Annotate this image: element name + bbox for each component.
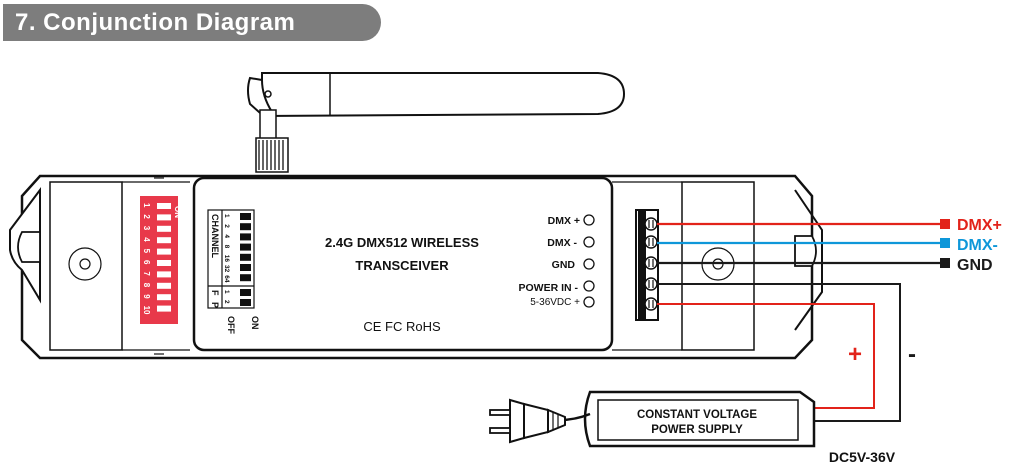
- channel-switch-64[interactable]: [240, 274, 251, 282]
- power-supply-line1: CONSTANT VOLTAGE: [637, 409, 757, 421]
- dip-number-label: 5: [142, 249, 151, 254]
- terminal-dmx-minus: DMX -: [547, 237, 577, 249]
- product-name-line1: 2.4G DMX512 WIRELESS: [325, 235, 479, 250]
- channel-value-label: 16: [223, 255, 230, 263]
- channel-dip-block: CHANNEL F P 1 2 4 8 16 32 64 1 2 ON OFF: [207, 209, 260, 334]
- power-wires: [657, 283, 901, 422]
- channel-values: 1 2 4 8 16 32 64 1 2: [223, 214, 230, 304]
- channel-value-label: 2: [223, 224, 230, 228]
- product-name-line2: TRANSCEIVER: [355, 258, 449, 273]
- fp-switch-1[interactable]: [240, 289, 251, 296]
- output-wires: DMX+ DMX- GND: [657, 217, 1002, 274]
- channel-switch-4[interactable]: [240, 233, 251, 241]
- f-label: F: [210, 290, 220, 296]
- dip-switch-9[interactable]: [157, 294, 171, 301]
- section-title: 7. Conjunction Diagram: [15, 9, 296, 36]
- mains-plug: [489, 398, 591, 444]
- output-gnd-label: GND: [957, 257, 993, 274]
- antenna: [247, 72, 626, 173]
- power-supply-line2: POWER SUPPLY: [651, 424, 743, 436]
- dip-switch-2[interactable]: [157, 214, 171, 221]
- dip-number-label: 8: [142, 283, 151, 288]
- channel-switch-8[interactable]: [240, 243, 251, 251]
- channel-value-label: 1: [223, 214, 230, 218]
- dip-number-labels: 1 2 3 4 5 6 7 8 9 10: [142, 203, 151, 315]
- terminal-gnd: GND: [552, 259, 576, 271]
- channel-switch-32[interactable]: [240, 264, 251, 271]
- dmx-plus-marker: [940, 219, 950, 229]
- channel-switch-2[interactable]: [240, 223, 251, 231]
- dip-number-label: 1: [142, 203, 151, 208]
- minus-sign: -: [908, 341, 916, 368]
- dip-number-label: 6: [142, 260, 151, 265]
- terminal-dmx-plus: DMX +: [548, 215, 580, 227]
- channel-label: CHANNEL: [210, 214, 220, 259]
- channel-switch-16[interactable]: [240, 253, 251, 261]
- voltage-range: DC5V-36V: [829, 449, 896, 465]
- terminal-labels: DMX + DMX - GND POWER IN - 5-36VDC +: [519, 215, 581, 308]
- fp-value-label: 1: [223, 290, 230, 294]
- terminal-block: [635, 209, 659, 321]
- dip-number-label: 4: [142, 237, 151, 242]
- p-label: P: [210, 302, 220, 308]
- power-supply: CONSTANT VOLTAGE POWER SUPPLY DC5V-36V: [583, 390, 896, 465]
- channel-switches[interactable]: [240, 213, 251, 306]
- channel-value-label: 4: [223, 234, 230, 238]
- dip-number-label: 7: [142, 271, 151, 276]
- channel-value-label: 8: [223, 245, 230, 249]
- terminal-circles: [583, 214, 595, 308]
- channel-switch-1[interactable]: [240, 213, 251, 220]
- dip-switch-7[interactable]: [157, 271, 171, 278]
- plus-sign: +: [848, 341, 862, 368]
- on-label: ON: [250, 316, 260, 330]
- section-header: 7. Conjunction Diagram: [3, 4, 381, 41]
- dip-number-label: 9: [142, 294, 151, 299]
- dip-switch-8[interactable]: [157, 282, 171, 289]
- off-label: OFF: [226, 316, 236, 334]
- dip-number-label: 10: [142, 306, 151, 315]
- dip-switch-10[interactable]: [157, 305, 171, 312]
- dip-switch-5[interactable]: [157, 248, 171, 255]
- terminal-power-in: POWER IN -: [519, 282, 579, 294]
- dip-switch-3[interactable]: [157, 225, 171, 232]
- output-dmx-minus-label: DMX-: [957, 237, 998, 254]
- dip-switch-1[interactable]: [157, 203, 171, 209]
- gnd-marker: [940, 258, 950, 268]
- output-dmx-plus-label: DMX+: [957, 217, 1002, 234]
- fp-value-label: 2: [223, 300, 230, 304]
- terminal-voltage: 5-36VDC +: [530, 297, 580, 308]
- dip-on-label: ON: [173, 206, 182, 218]
- certification-marks: CE FC RoHS: [363, 319, 441, 334]
- dip-switch-4[interactable]: [157, 237, 171, 244]
- dip-switch-6[interactable]: [157, 260, 171, 266]
- channel-value-label: 64: [223, 275, 230, 283]
- dip-number-label: 2: [142, 214, 151, 219]
- dmx-minus-marker: [940, 238, 950, 248]
- fp-switch-2[interactable]: [240, 299, 251, 306]
- address-dip-switch[interactable]: ON 1 2 3 4 5 6 7 8 9 10: [140, 196, 182, 324]
- channel-value-label: 32: [223, 265, 230, 273]
- dip-number-label: 3: [142, 226, 151, 231]
